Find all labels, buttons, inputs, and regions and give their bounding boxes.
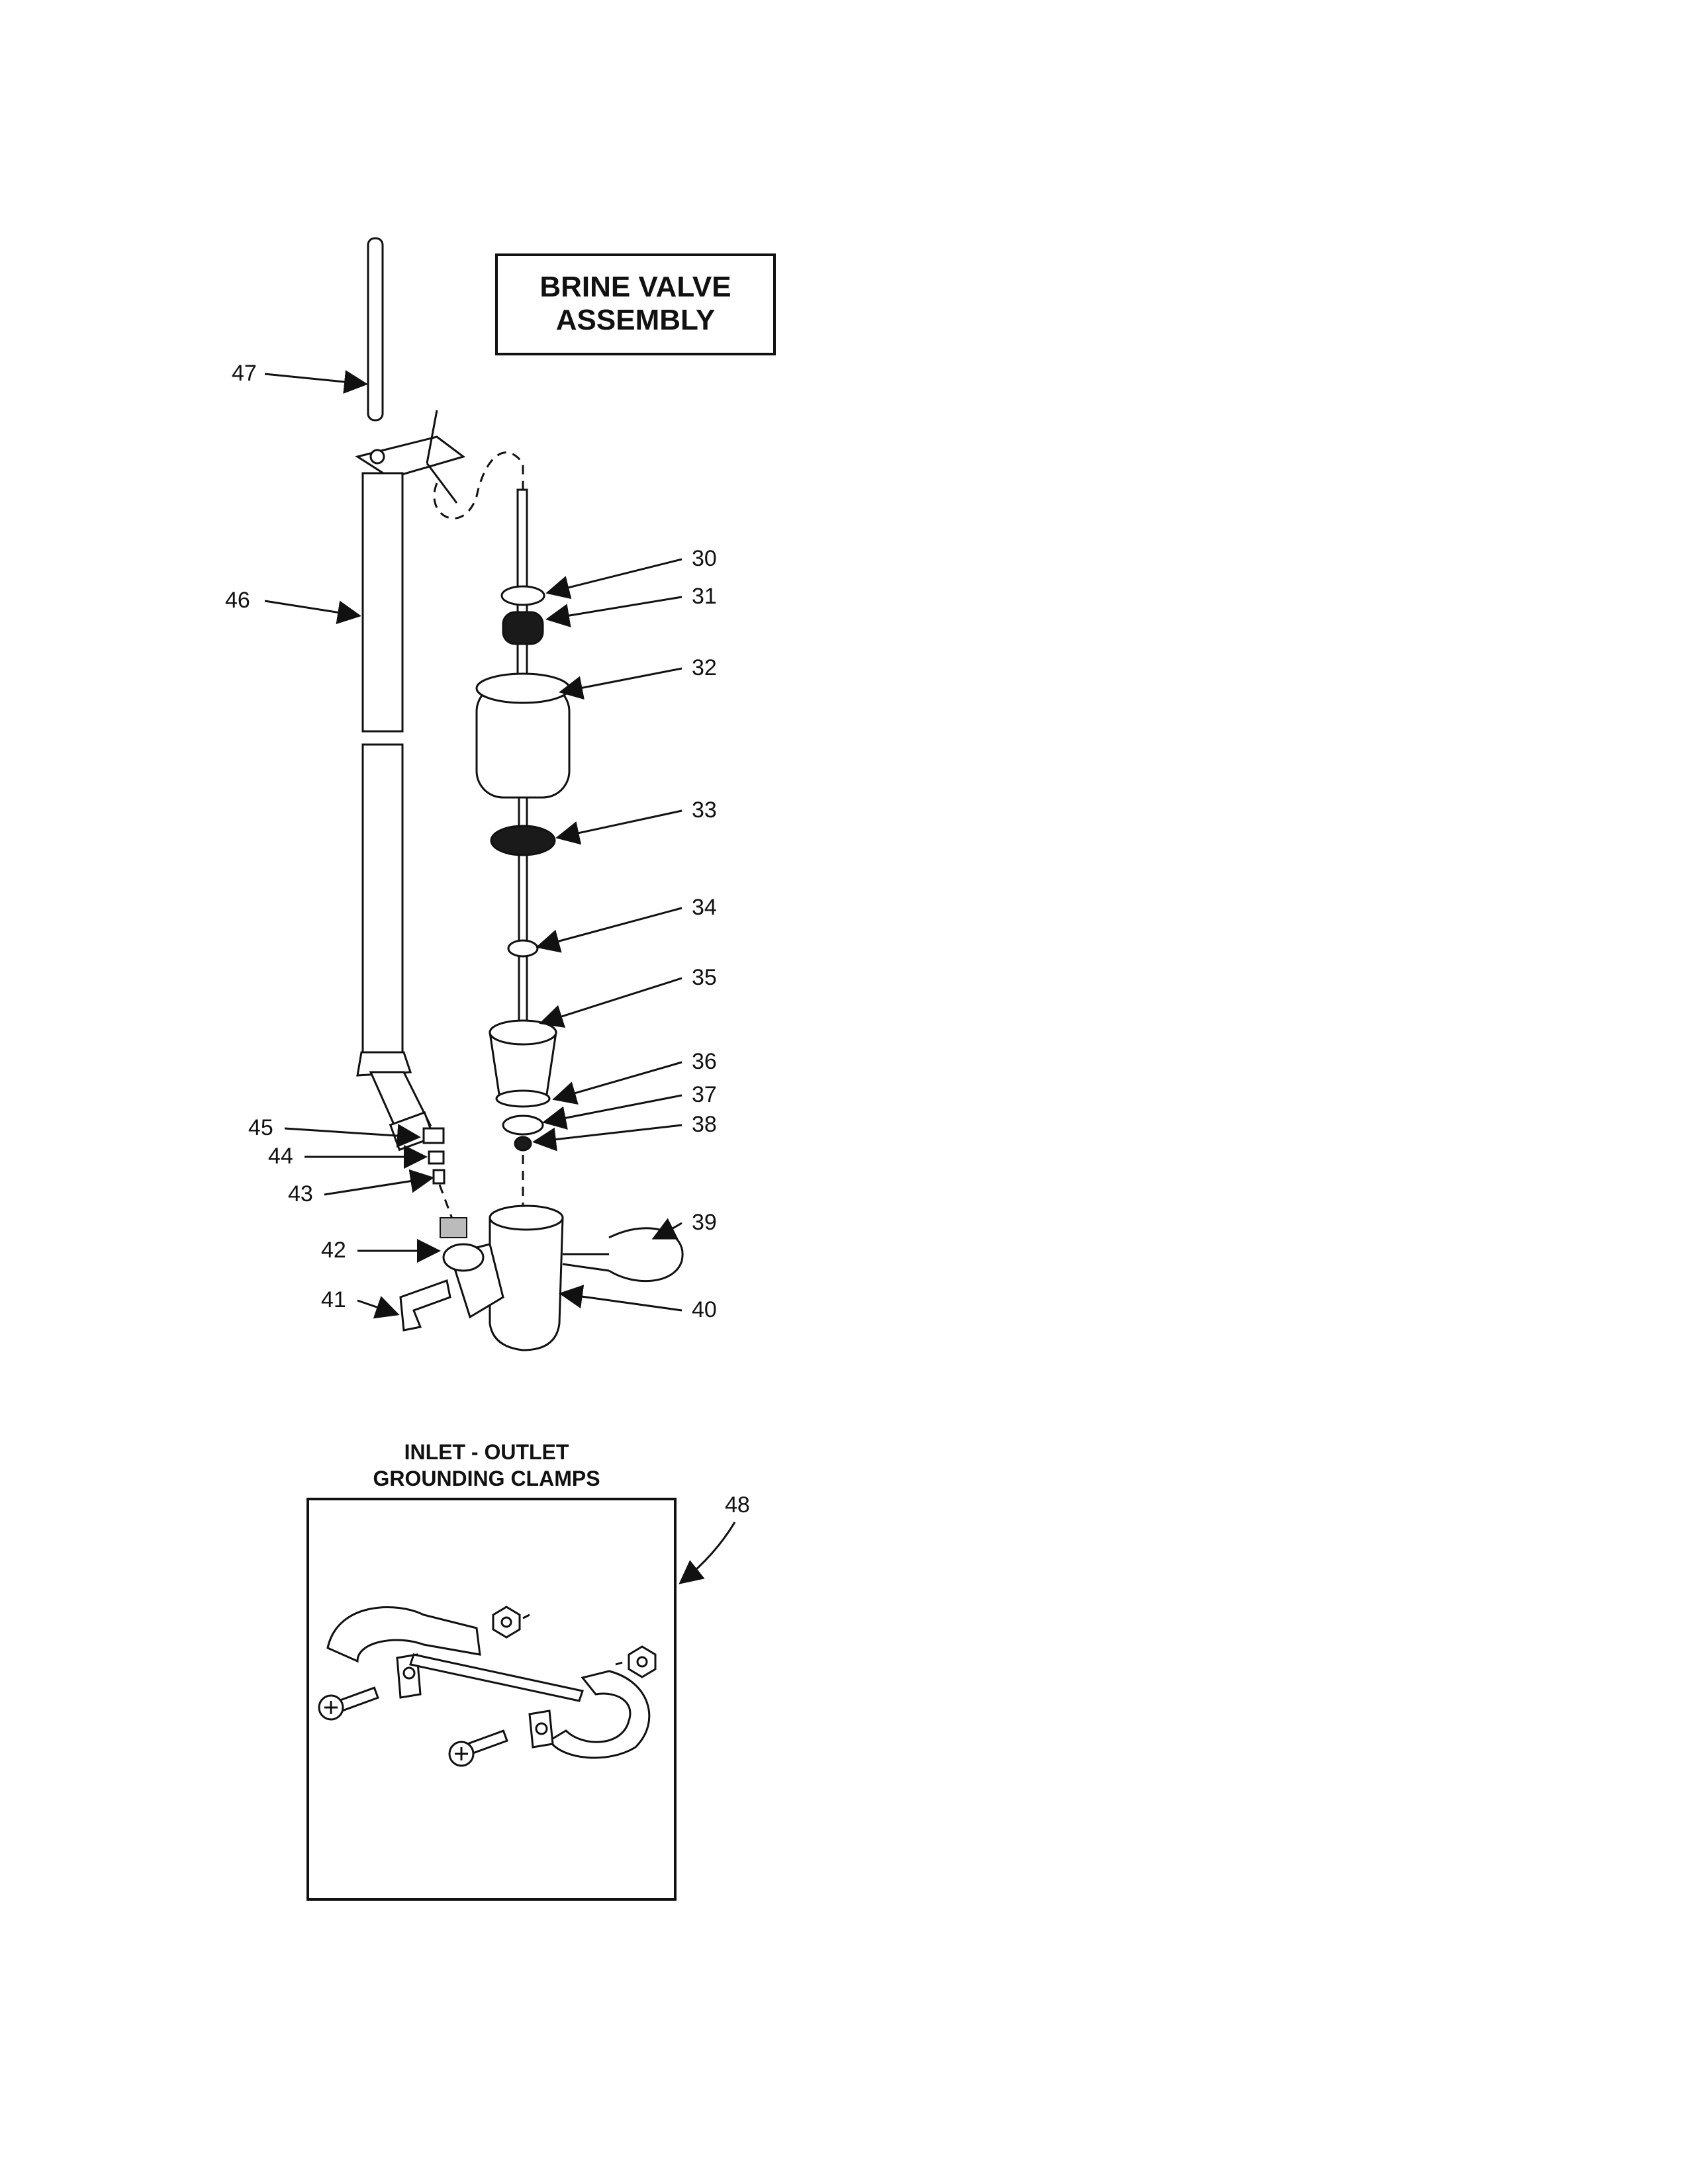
part-36-seat: [495, 1089, 551, 1108]
title-line-1: BRINE VALVE: [539, 271, 731, 303]
callout-41: 41: [321, 1287, 346, 1312]
callout-47: 47: [232, 361, 257, 386]
callout-39: 39: [692, 1210, 717, 1235]
part-31-grommet: [502, 611, 544, 645]
part-43-sleeve: [432, 1169, 445, 1185]
callout-32: 32: [692, 655, 717, 680]
callout-35: 35: [692, 965, 717, 990]
screw-icon: [318, 1686, 379, 1721]
callout-34: 34: [692, 895, 717, 920]
callout-44: 44: [268, 1144, 293, 1169]
callout-45: 45: [248, 1115, 273, 1140]
callout-labels: 47 46 30 31 32 33 34 35 36 37 38 39 40 4…: [225, 361, 717, 1322]
inset-title-line-2: GROUNDING CLAMPS: [373, 1467, 600, 1490]
callout-40: 40: [692, 1297, 717, 1322]
callout-31: 31: [692, 584, 717, 609]
valve-stack: [475, 488, 571, 1152]
part-33-grommet: [490, 825, 556, 856]
callout-42: 42: [321, 1238, 346, 1263]
part-41-u-clip: [399, 1279, 451, 1332]
callout-43: 43: [288, 1181, 313, 1206]
callout-36: 36: [692, 1049, 717, 1074]
part-47-rod: [367, 237, 384, 422]
part-37-oring: [502, 1115, 544, 1136]
part-40-body: [442, 1205, 564, 1351]
leader-lines: [264, 370, 682, 1319]
part-44-insert: [428, 1150, 445, 1165]
callout-38: 38: [692, 1112, 717, 1137]
part-46-brine-tube: [355, 410, 466, 1152]
inset-frame: [306, 1498, 677, 1901]
callout-46: 46: [225, 588, 250, 613]
callout-48: 48: [725, 1492, 750, 1518]
title-line-2: ASSEMBLY: [556, 304, 715, 336]
part-34-stop: [507, 939, 539, 958]
part-38-ball: [514, 1136, 532, 1152]
part-45-nut: [422, 1127, 445, 1144]
part-30-washer: [500, 585, 545, 606]
title-box: BRINE VALVE ASSEMBLY: [495, 253, 776, 355]
part-39-clip: [608, 1227, 684, 1283]
inset-title-line-1: INLET - OUTLET: [404, 1440, 569, 1464]
grounding-clamps-inset: INLET - OUTLET GROUNDING CLAMPS 48: [306, 1440, 750, 1901]
screw-icon: [448, 1729, 508, 1767]
part-42-screen: [440, 1217, 467, 1238]
callout-33: 33: [692, 797, 717, 823]
callout-30: 30: [692, 546, 717, 571]
callout-37: 37: [692, 1082, 717, 1107]
fittings-43-45: [422, 1127, 445, 1185]
